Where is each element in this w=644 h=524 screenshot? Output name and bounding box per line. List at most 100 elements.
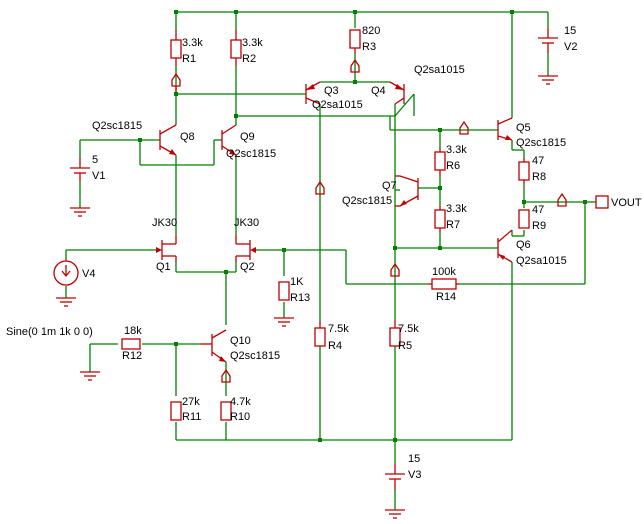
r3-value: 820 <box>362 25 380 37</box>
v4-source-spec: Sine(0 1m 1k 0 0) <box>6 326 93 338</box>
q6-model: Q2sa1015 <box>516 255 567 267</box>
voltage-probe-icon[interactable] <box>171 72 181 92</box>
r1-ref: R1 <box>182 53 196 65</box>
resistor-r12[interactable]: 18k R12 <box>121 325 142 362</box>
v3-value: 15 <box>408 453 420 465</box>
q3-ref: Q3 <box>324 85 339 97</box>
dc-source-icon <box>538 28 558 54</box>
q1-ref: Q1 <box>156 261 171 273</box>
resistor-r7[interactable]: 3.3k R7 <box>434 203 467 232</box>
q7-model: Q2sc1815 <box>342 195 392 207</box>
ground-icon <box>56 297 76 307</box>
voltage-probe-icon[interactable] <box>221 368 231 383</box>
output-label: VOUT <box>611 197 642 209</box>
r11-value: 27k <box>182 396 200 408</box>
resistor-r9[interactable]: 47 R9 <box>518 204 546 232</box>
r14-ref: R14 <box>436 291 456 303</box>
transistor-q2[interactable]: JK30 Q2 <box>234 217 259 273</box>
resistor-r1[interactable]: 3.3k R1 <box>170 30 203 66</box>
voltage-probe-icon[interactable] <box>390 262 400 277</box>
r5-value: 7.5k <box>398 323 419 335</box>
v2-ref: V2 <box>564 41 577 53</box>
r4-value: 7.5k <box>328 323 349 335</box>
r8-ref: R8 <box>532 171 546 183</box>
q4-model: Q2sa1015 <box>414 64 465 76</box>
output-terminal-icon <box>595 195 609 209</box>
resistor-r13[interactable]: 1K R13 <box>278 276 310 304</box>
resistor-r2[interactable]: 3.3k R2 <box>230 30 263 66</box>
r12-value: 18k <box>124 325 142 337</box>
q2-ref: Q2 <box>240 261 255 273</box>
q9-model: Q2sc1815 <box>226 148 276 160</box>
resistor-r8[interactable]: 47 R8 <box>518 155 546 184</box>
dc-source-icon <box>70 158 90 182</box>
q2-model: JK30 <box>234 217 259 229</box>
q7-ref: Q7 <box>382 180 397 192</box>
r2-ref: R2 <box>242 53 256 65</box>
v2-value: 15 <box>564 25 576 37</box>
source-v2[interactable]: 15 V2 <box>538 25 577 54</box>
transistor-q4[interactable]: Q4 Q2sa1015 <box>371 64 465 105</box>
transistor-q1[interactable]: JK30 Q1 <box>152 217 177 273</box>
resistor-r5[interactable]: 7.5k R5 <box>389 320 419 352</box>
resistor-r10[interactable]: 4.7k R10 <box>220 396 251 423</box>
sine-source-icon <box>53 260 79 286</box>
junctions <box>138 10 587 442</box>
r12-ref: R12 <box>122 350 142 362</box>
resistor-r6[interactable]: 3.3k R6 <box>434 144 467 176</box>
q8-model: Q2sc1815 <box>92 120 142 132</box>
r1-value: 3.3k <box>182 37 203 49</box>
q4-ref: Q4 <box>371 85 386 97</box>
q5-ref: Q5 <box>516 122 531 134</box>
ground-icon <box>274 317 294 327</box>
resistor-r11[interactable]: 27k R11 <box>170 396 201 423</box>
ground-icon <box>385 509 405 519</box>
transistor-q10[interactable]: Q10 Q2sc1815 <box>200 329 280 363</box>
v1-ref: V1 <box>92 170 105 182</box>
transistor-q5[interactable]: Q5 Q2sc1815 <box>497 117 566 149</box>
ground-icon <box>70 207 90 217</box>
transistor-q3[interactable]: Q3 Q2sa1015 <box>305 81 363 111</box>
source-v1[interactable]: 5 V1 <box>70 154 105 182</box>
v3-ref: V3 <box>408 469 421 481</box>
q1-model: JK30 <box>152 217 177 229</box>
r7-ref: R7 <box>446 219 460 231</box>
q8-ref: Q8 <box>180 131 195 143</box>
v1-value: 5 <box>92 154 98 166</box>
r6-ref: R6 <box>446 160 460 172</box>
r6-value: 3.3k <box>446 144 467 156</box>
transistor-q8[interactable]: Q8 Q2sc1815 <box>92 120 195 156</box>
r10-ref: R10 <box>230 411 250 423</box>
voltage-probe-icon[interactable] <box>350 58 360 73</box>
voltage-probe-icon[interactable] <box>557 192 567 207</box>
output-port[interactable]: VOUT <box>595 195 642 209</box>
q9-ref: Q9 <box>240 131 255 143</box>
q10-model: Q2sc1815 <box>230 350 280 362</box>
transistor-q6[interactable]: Q6 Q2sa1015 <box>497 229 567 267</box>
resistor-r14[interactable]: 100k R14 <box>428 266 460 303</box>
r9-value: 47 <box>532 204 544 216</box>
r13-ref: R13 <box>290 292 310 304</box>
r10-value: 4.7k <box>230 396 251 408</box>
transistor-q7[interactable]: Q7 Q2sc1815 <box>342 175 419 207</box>
q10-ref: Q10 <box>230 335 251 347</box>
resistor-r3[interactable]: 820 R3 <box>349 25 380 54</box>
voltage-probe-icon[interactable] <box>459 120 469 135</box>
q6-ref: Q6 <box>516 239 531 251</box>
r14-value: 100k <box>432 266 456 278</box>
transistor-q9[interactable]: Q9 Q2sc1815 <box>221 124 276 160</box>
r11-ref: R11 <box>182 411 201 423</box>
r8-value: 47 <box>532 155 544 167</box>
r9-ref: R9 <box>532 220 546 232</box>
r4-ref: R4 <box>328 340 342 352</box>
resistor-r4[interactable]: 7.5k R4 <box>314 320 349 352</box>
q3-model: Q2sa1015 <box>312 99 363 111</box>
r5-ref: R5 <box>398 340 412 352</box>
voltage-probe-icon[interactable] <box>315 180 325 195</box>
source-v4[interactable]: V4 Sine(0 1m 1k 0 0) <box>6 260 95 338</box>
r7-value: 3.3k <box>446 203 467 215</box>
q5-model: Q2sc1815 <box>516 137 566 149</box>
r2-value: 3.3k <box>242 37 263 49</box>
source-v3[interactable]: 15 V3 <box>385 453 421 490</box>
